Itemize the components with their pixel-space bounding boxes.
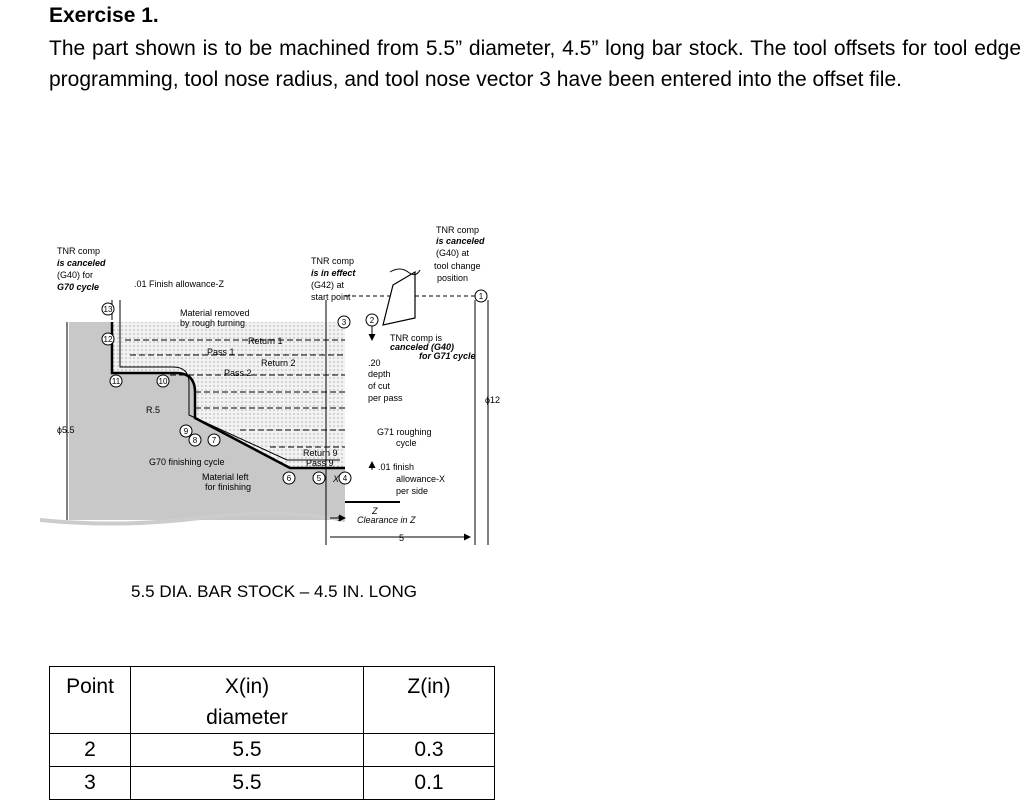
lathe-diagram: 1 2 3 4 5 6 7 8 9 10 11 12 13 TNR comp i… xyxy=(40,225,500,545)
pass-1-label: Pass 1 xyxy=(207,347,235,357)
header-x-label: X(in) xyxy=(224,675,270,698)
x-mark: X xyxy=(332,474,340,484)
svg-text:6: 6 xyxy=(287,474,292,483)
svg-text:5: 5 xyxy=(317,474,322,483)
depth-of-cut-label: .20 depth of cut per pass xyxy=(368,358,403,403)
cell-x: 5.5 xyxy=(130,733,364,767)
dimension-1: 1 xyxy=(337,516,341,523)
dimension-5: 5 xyxy=(399,533,404,543)
finish-allowance-z-label: .01 Finish allowance-Z xyxy=(134,279,225,289)
radius-label: R.5 xyxy=(146,405,160,415)
cell-point: 2 xyxy=(49,733,131,767)
rough-passes xyxy=(125,339,345,448)
diameter-5-5-label: ϕ5.5 xyxy=(57,425,75,435)
svg-text:1: 1 xyxy=(479,292,484,301)
svg-text:12: 12 xyxy=(104,335,113,344)
table-row: 3 5.5 0.1 xyxy=(49,766,495,800)
table-header-row: Point X(in) diameter Z(in) xyxy=(49,666,495,734)
svg-text:4: 4 xyxy=(343,474,348,483)
tnr-tool-change-label: TNR comp is canceled (G40) at tool chang… xyxy=(434,225,487,283)
return-9-label: Return 9 xyxy=(303,448,338,458)
svg-text:8: 8 xyxy=(193,436,198,445)
cell-z: 0.3 xyxy=(363,733,495,767)
pass-9-label: Pass 9 xyxy=(306,458,334,468)
finish-allowance-x-label: .01 finish allowance-X per side xyxy=(378,462,448,496)
g70-finishing-label: G70 finishing cycle xyxy=(149,457,225,467)
part-contour xyxy=(110,322,345,470)
tnr-in-effect-label: TNR comp is in effect (G42) at start poi… xyxy=(311,256,358,302)
return-1-label: Return 1 xyxy=(248,336,283,346)
svg-text:10: 10 xyxy=(159,377,168,386)
header-point: Point xyxy=(49,666,131,734)
tnr-g71-label: TNR comp is canceled (G40) for G71 cycle xyxy=(390,333,476,361)
material-removed-label: Material removed by rough turning xyxy=(180,308,252,328)
svg-text:13: 13 xyxy=(104,305,113,314)
header-x: X(in) diameter xyxy=(130,666,364,734)
finish-path xyxy=(119,318,340,461)
figure-caption: 5.5 DIA. BAR STOCK – 4.5 IN. LONG xyxy=(131,582,417,601)
table-row: 2 5.5 0.3 xyxy=(49,733,495,767)
svg-text:9: 9 xyxy=(184,427,189,436)
header-z: Z(in) xyxy=(363,666,495,734)
svg-text:3: 3 xyxy=(342,318,347,327)
cell-x: 5.5 xyxy=(130,766,364,800)
return-2-label: Return 2 xyxy=(261,358,296,368)
diameter-12-label: ϕ12 xyxy=(485,395,500,405)
exercise-heading: Exercise 1. xyxy=(49,4,159,27)
tnr-canceled-g70-label: TNR comp is canceled (G40) for G70 cycle xyxy=(57,246,108,292)
clearance-z-label: Z Clearance in Z xyxy=(357,506,416,525)
header-x-sub: diameter xyxy=(206,706,288,729)
material-removed-region xyxy=(112,322,345,468)
svg-text:7: 7 xyxy=(212,436,217,445)
cell-z: 0.1 xyxy=(363,766,495,800)
point-markers: 1 2 3 4 5 6 7 8 9 10 11 12 13 xyxy=(101,289,488,485)
part-body xyxy=(69,322,345,520)
g71-roughing-label: G71 roughing cycle xyxy=(377,427,434,448)
cell-point: 3 xyxy=(49,766,131,800)
exercise-description: The part shown is to be machined from 5.… xyxy=(49,37,1021,91)
svg-text:2: 2 xyxy=(370,316,375,325)
pass-2-label: Pass 2 xyxy=(224,368,252,378)
cutting-tool xyxy=(382,270,416,326)
svg-text:11: 11 xyxy=(112,377,121,386)
material-left-label: Material left for finishing xyxy=(202,472,251,492)
points-table: Point X(in) diameter Z(in) 2 5.5 0.3 3 5… xyxy=(49,666,495,800)
